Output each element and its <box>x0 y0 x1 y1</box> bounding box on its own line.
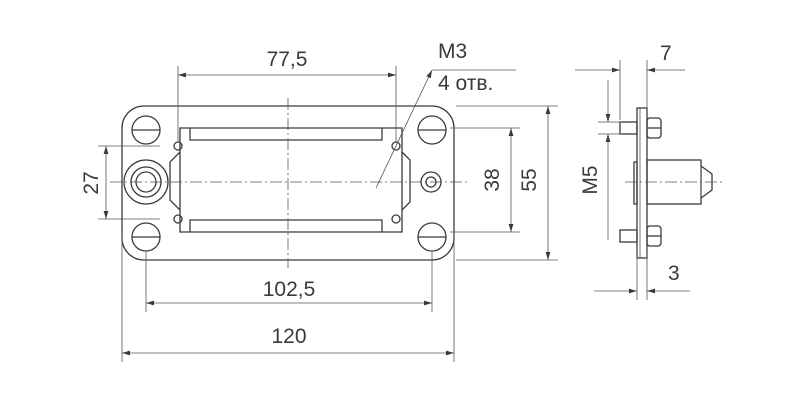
dim-label-side-bottom: 3 <box>668 262 680 285</box>
m3-hole-bottom-right <box>391 214 401 224</box>
side-view: 7 M5 3 <box>575 42 722 300</box>
cutout-outline <box>179 128 403 232</box>
dim-label-top-width: 77,5 <box>267 48 308 71</box>
screw-bottom-right <box>417 222 447 252</box>
side-plate <box>636 107 648 259</box>
dim-label-right-outer: 55 <box>518 168 541 191</box>
m3-callout-thread: M3 <box>438 40 467 63</box>
front-view: 77,5 M3 4 отв. 27 38 55 102,5 120 <box>80 40 558 362</box>
cable-gland-left <box>123 159 169 205</box>
m3-callout-count: 4 отв. <box>438 72 493 95</box>
side-screw-bottom <box>619 225 662 247</box>
dim-label-bottom-inner: 102,5 <box>263 278 316 301</box>
side-screw-top <box>619 117 662 139</box>
dim-label-bottom-outer: 120 <box>271 325 306 348</box>
m3-hole-top-left <box>173 141 183 151</box>
frame-outline <box>169 127 411 233</box>
dim-label-side-thread: M5 <box>579 165 602 194</box>
dim-label-side-top: 7 <box>660 42 672 65</box>
dim-label-left-height: 27 <box>80 171 103 194</box>
screw-top-right <box>417 115 447 145</box>
screw-bottom-left <box>131 222 161 252</box>
m3-hole-bottom-left <box>173 214 183 224</box>
screw-top-left <box>131 115 161 145</box>
m3-leader <box>375 69 433 189</box>
side-gasket <box>633 161 638 205</box>
dim-label-right-inner: 38 <box>481 168 504 191</box>
fitting-right <box>420 171 442 193</box>
